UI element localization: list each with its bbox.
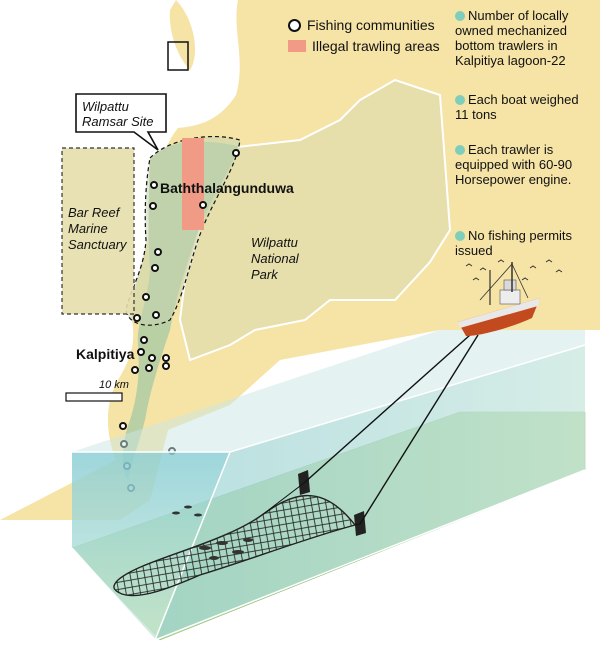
fact-engine: Each trawler is equipped with 60-90 Hors… <box>455 142 573 187</box>
trawling-area <box>182 138 204 230</box>
box-top <box>72 330 585 452</box>
wilpattu-park-region <box>178 78 452 362</box>
box-front <box>72 452 230 640</box>
fact-permits: No fishing permits issued <box>455 228 573 258</box>
fact-boat-weight: Each boat weighed 11 tons <box>455 92 579 122</box>
bullet-icon <box>455 95 465 105</box>
scale-label: 10 km <box>99 379 129 391</box>
bar-reef-label: Bar Reef Marine Sanctuary <box>68 205 127 252</box>
bullet-icon <box>455 145 465 155</box>
inset-box <box>167 41 189 71</box>
bullet-icon <box>455 11 465 21</box>
legend-illegal-trawling: Illegal trawling areas <box>288 38 440 54</box>
fact-trawler-count: Number of locally owned mechanized botto… <box>455 8 569 68</box>
scale-bar <box>65 392 123 402</box>
ramsar-label: Wilpattu Ramsar Site <box>82 99 154 129</box>
birds <box>465 259 563 281</box>
baththalangunduwa-label: Baththalangunduwa <box>160 180 294 196</box>
box-side <box>155 345 585 640</box>
trawler-boat <box>458 262 540 336</box>
ramsar-callout <box>75 93 167 151</box>
legend-fishing-communities: Fishing communities <box>288 17 435 33</box>
bar-reef-box <box>61 147 135 315</box>
trawl-net <box>113 494 357 597</box>
trawling-swatch-icon <box>288 40 306 52</box>
fish-group <box>172 505 253 560</box>
wilpattu-park-label: Wilpattu National Park <box>251 235 299 282</box>
bullet-icon <box>455 231 465 241</box>
kalpitiya-label: Kalpitiya <box>76 346 135 362</box>
community-circle-icon <box>288 18 301 32</box>
